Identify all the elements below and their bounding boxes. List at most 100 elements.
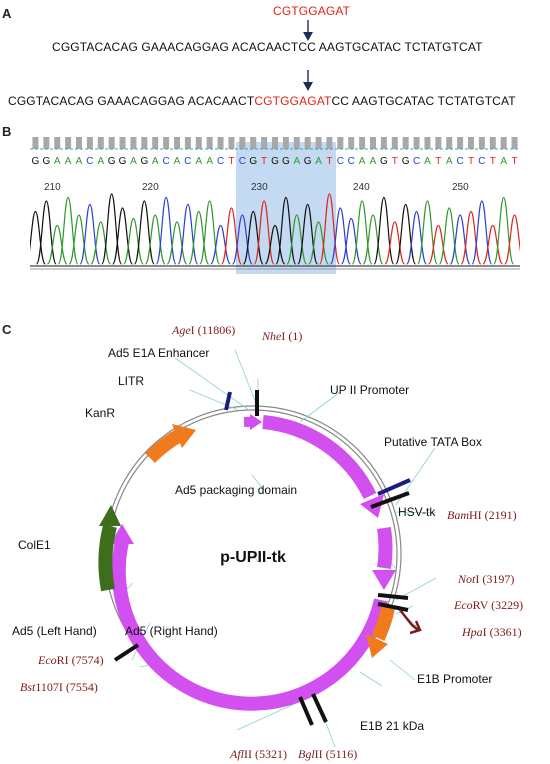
- trace-peak: [123, 217, 144, 265]
- quality-bar: [239, 137, 246, 149]
- trace-peak: [253, 200, 275, 265]
- base-call: T: [392, 156, 398, 167]
- quality-bar: [391, 137, 398, 149]
- ad5-right-hand-label: Ad5 (Right Hand): [125, 624, 218, 638]
- litr-label: LITR: [118, 374, 144, 388]
- position-240: 240: [353, 182, 370, 193]
- base-call: C: [413, 156, 420, 167]
- quality-bar: [217, 137, 224, 149]
- quality-bar: [424, 137, 431, 149]
- base-call: A: [76, 156, 83, 167]
- trace-peak: [395, 203, 417, 265]
- quality-bar: [65, 137, 72, 149]
- trace-peak: [471, 200, 493, 265]
- base-call: C: [184, 156, 191, 167]
- highlight-box: [236, 142, 336, 274]
- base-call: A: [359, 156, 366, 167]
- trace-peak: [144, 214, 166, 265]
- trace-peaks: [30, 193, 520, 265]
- trace-peak: [155, 196, 177, 265]
- quality-bar: [163, 137, 170, 149]
- modified-suffix: CC AAGTGCATAC TCTATGTCAT: [331, 94, 516, 108]
- base-call: C: [86, 156, 93, 167]
- quality-bar: [457, 137, 464, 149]
- quality-bar: [141, 137, 148, 149]
- quality-bar: [130, 137, 137, 149]
- kanr-label: KanR: [85, 406, 115, 420]
- quality-bar: [152, 137, 159, 149]
- ecorv-site-label: EcoRV (3229): [453, 598, 523, 612]
- base-call: A: [370, 156, 377, 167]
- quality-bar: [184, 137, 191, 149]
- trace-peak: [449, 214, 471, 265]
- trace-peak: [504, 214, 520, 265]
- base-call: A: [424, 156, 431, 167]
- cole1-arc: [98, 524, 117, 592]
- quality-bar: [86, 137, 93, 149]
- trace-peak: [275, 196, 297, 265]
- trace-peak: [177, 203, 199, 265]
- ad5-e1a-enhancer-label: Ad5 E1A Enhancer: [108, 346, 209, 360]
- quality-bar: [489, 137, 496, 149]
- ad5-left-hand-label: Ad5 (Left Hand): [12, 624, 97, 638]
- trace-peak: [438, 207, 460, 265]
- leader-lines: [114, 349, 437, 748]
- restriction-ticks: [113, 390, 410, 726]
- trace-peak: [166, 221, 188, 265]
- packaging-arrowhead: [250, 414, 262, 430]
- trace-peak: [133, 200, 155, 265]
- quality-bar: [348, 137, 355, 149]
- trace-peak: [384, 221, 406, 265]
- trace-peak: [329, 207, 351, 265]
- insertion-arrow-top: [303, 20, 313, 41]
- quality-bar: [446, 137, 453, 149]
- trace-peak: [101, 193, 123, 265]
- panel-b-label: B: [2, 124, 12, 139]
- hpai-site-label: HpaI (3361): [461, 625, 522, 639]
- base-call: G: [119, 156, 127, 167]
- trace-peak: [57, 196, 79, 265]
- base-call: T: [468, 156, 474, 167]
- trace-peak: [340, 217, 362, 265]
- trace-peak: [319, 193, 340, 265]
- quality-bar: [478, 137, 485, 149]
- kanr-arc: [145, 429, 182, 464]
- quality-bar: [32, 137, 39, 149]
- modified-prefix: CGGTACACAG GAAACAGGAG ACACAACT: [8, 94, 255, 108]
- trace-peak: [242, 210, 264, 265]
- position-220: 220: [142, 182, 159, 193]
- aflii-site-label: AflII (5321): [229, 747, 287, 761]
- quality-bar: [54, 137, 61, 149]
- plasmid-name: p-UPII-tk: [220, 549, 286, 566]
- hsvtk-label: HSV-tk: [398, 505, 436, 519]
- cole1-arrowhead: [99, 505, 121, 526]
- base-call: A: [293, 156, 300, 167]
- trace-peak: [308, 221, 329, 265]
- base-call: T: [435, 156, 441, 167]
- panel-c-label: C: [2, 322, 12, 337]
- base-call: G: [42, 156, 50, 167]
- quality-bar: [359, 137, 366, 149]
- quality-bar: [468, 137, 474, 149]
- trace-peak: [112, 207, 133, 265]
- base-call: C: [239, 156, 246, 167]
- position-250: 250: [452, 182, 469, 193]
- base-call: A: [54, 156, 61, 167]
- ad5-right-hand-arrowhead: [110, 524, 134, 544]
- base-call: A: [152, 156, 159, 167]
- trace-peak: [210, 224, 231, 265]
- trace-peak: [79, 203, 101, 265]
- trace-peak: [90, 221, 112, 265]
- quality-bar: [304, 137, 311, 149]
- noti-site-label: NotI (3197): [457, 572, 514, 586]
- quality-bar: [402, 137, 409, 149]
- e1b-21kda-arrowhead: [366, 634, 388, 658]
- base-call: G: [249, 156, 257, 167]
- base-call: A: [97, 156, 104, 167]
- trace-peak: [427, 224, 449, 265]
- base-call: C: [337, 156, 344, 167]
- litr-marker: [224, 391, 232, 411]
- trace-peak: [221, 207, 242, 265]
- trace-peak: [373, 196, 395, 265]
- agei-site-label: AgeI (11806): [171, 323, 235, 337]
